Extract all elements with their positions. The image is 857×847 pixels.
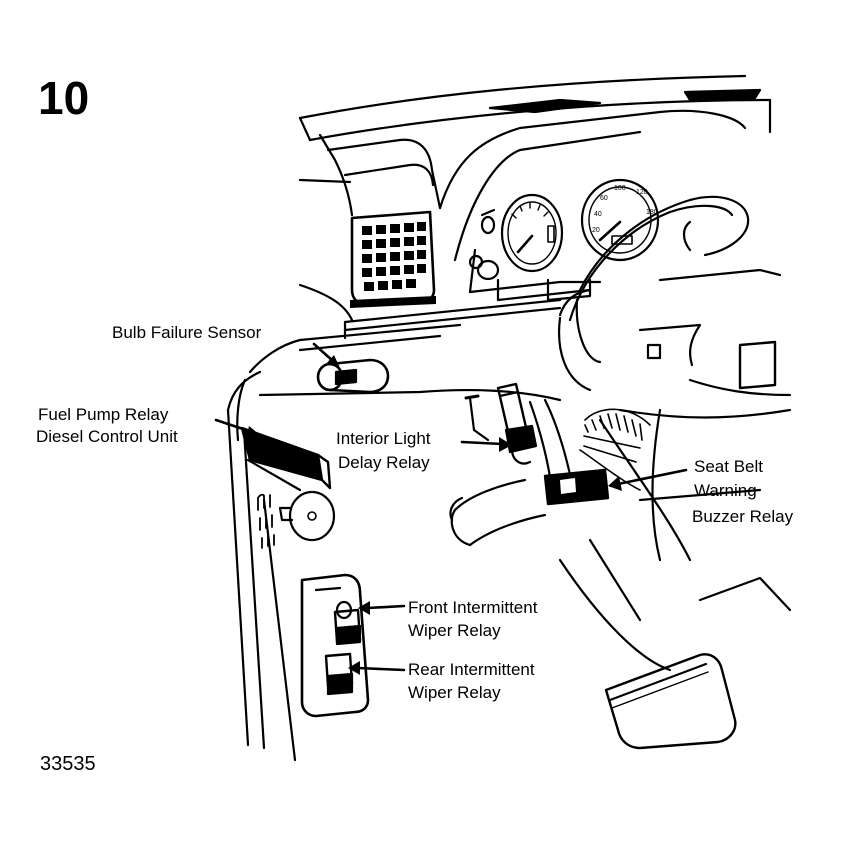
rear-wiper-relay-component [324,652,354,696]
bulb-failure-sensor-component [316,358,390,394]
arrow-seat-belt-buzzer [608,468,688,491]
label-rear-wiper-relay: Wiper Relay [408,683,501,702]
arrow-interior-light-delay-relay [460,437,512,452]
steering-column [449,398,577,547]
grommet [278,490,336,542]
label-front-wiper-relay: Wiper Relay [408,621,501,640]
arrow-rear-wiper-relay [348,661,406,675]
svg-text:60: 60 [600,195,608,202]
arrow-fuel-pump-relay [214,418,260,440]
wiper-relay-bracket [300,573,370,718]
svg-text:100: 100 [614,185,626,192]
defroster-vent [488,98,602,114]
dashboard-top-edge [298,74,747,120]
steering-wheel [558,195,750,392]
arrow-front-wiper-relay [358,601,406,615]
label-front-intermittent: Front Intermittent [408,598,538,617]
figure-code: 33535 [40,753,96,775]
label-bulb-failure-sensor: Bulb Failure Sensor [112,323,262,342]
arrow-bulb-failure-sensor [312,342,340,368]
seat-belt-buzzer-relay-component [543,468,610,506]
svg-text:180: 180 [646,209,658,216]
pedal [604,653,737,750]
dash-switch-panel [738,340,777,390]
left-dash-face [318,133,354,217]
label-buzzer-relay: Buzzer Relay [692,507,794,526]
interior-light-delay-relay-component [464,382,538,465]
label-seat-belt: Seat Belt [694,457,763,476]
label-rear-intermittent: Rear Intermittent [408,660,535,679]
label-diesel-control-unit: Diesel Control Unit [36,427,178,446]
label-warning: Warning [694,481,757,500]
label-interior-light: Interior Light [336,429,431,448]
svg-text:40: 40 [594,211,602,218]
svg-text:120: 120 [636,189,648,196]
figure-number: 10 [38,72,90,124]
cluster-hood [438,109,747,210]
left-kick-panel [226,408,250,747]
dash-trim-strip [343,298,562,324]
svg-text:20: 20 [592,227,600,234]
label-fuel-pump-relay: Fuel Pump Relay [38,405,169,424]
label-delay-relay: Delay Relay [338,453,430,472]
tachometer-gauge [500,193,564,273]
fuel-pump-relay-component [240,426,332,492]
air-vent-grille [350,210,436,308]
kick-panel-slots [257,493,275,549]
front-wiper-relay-component [333,608,362,646]
